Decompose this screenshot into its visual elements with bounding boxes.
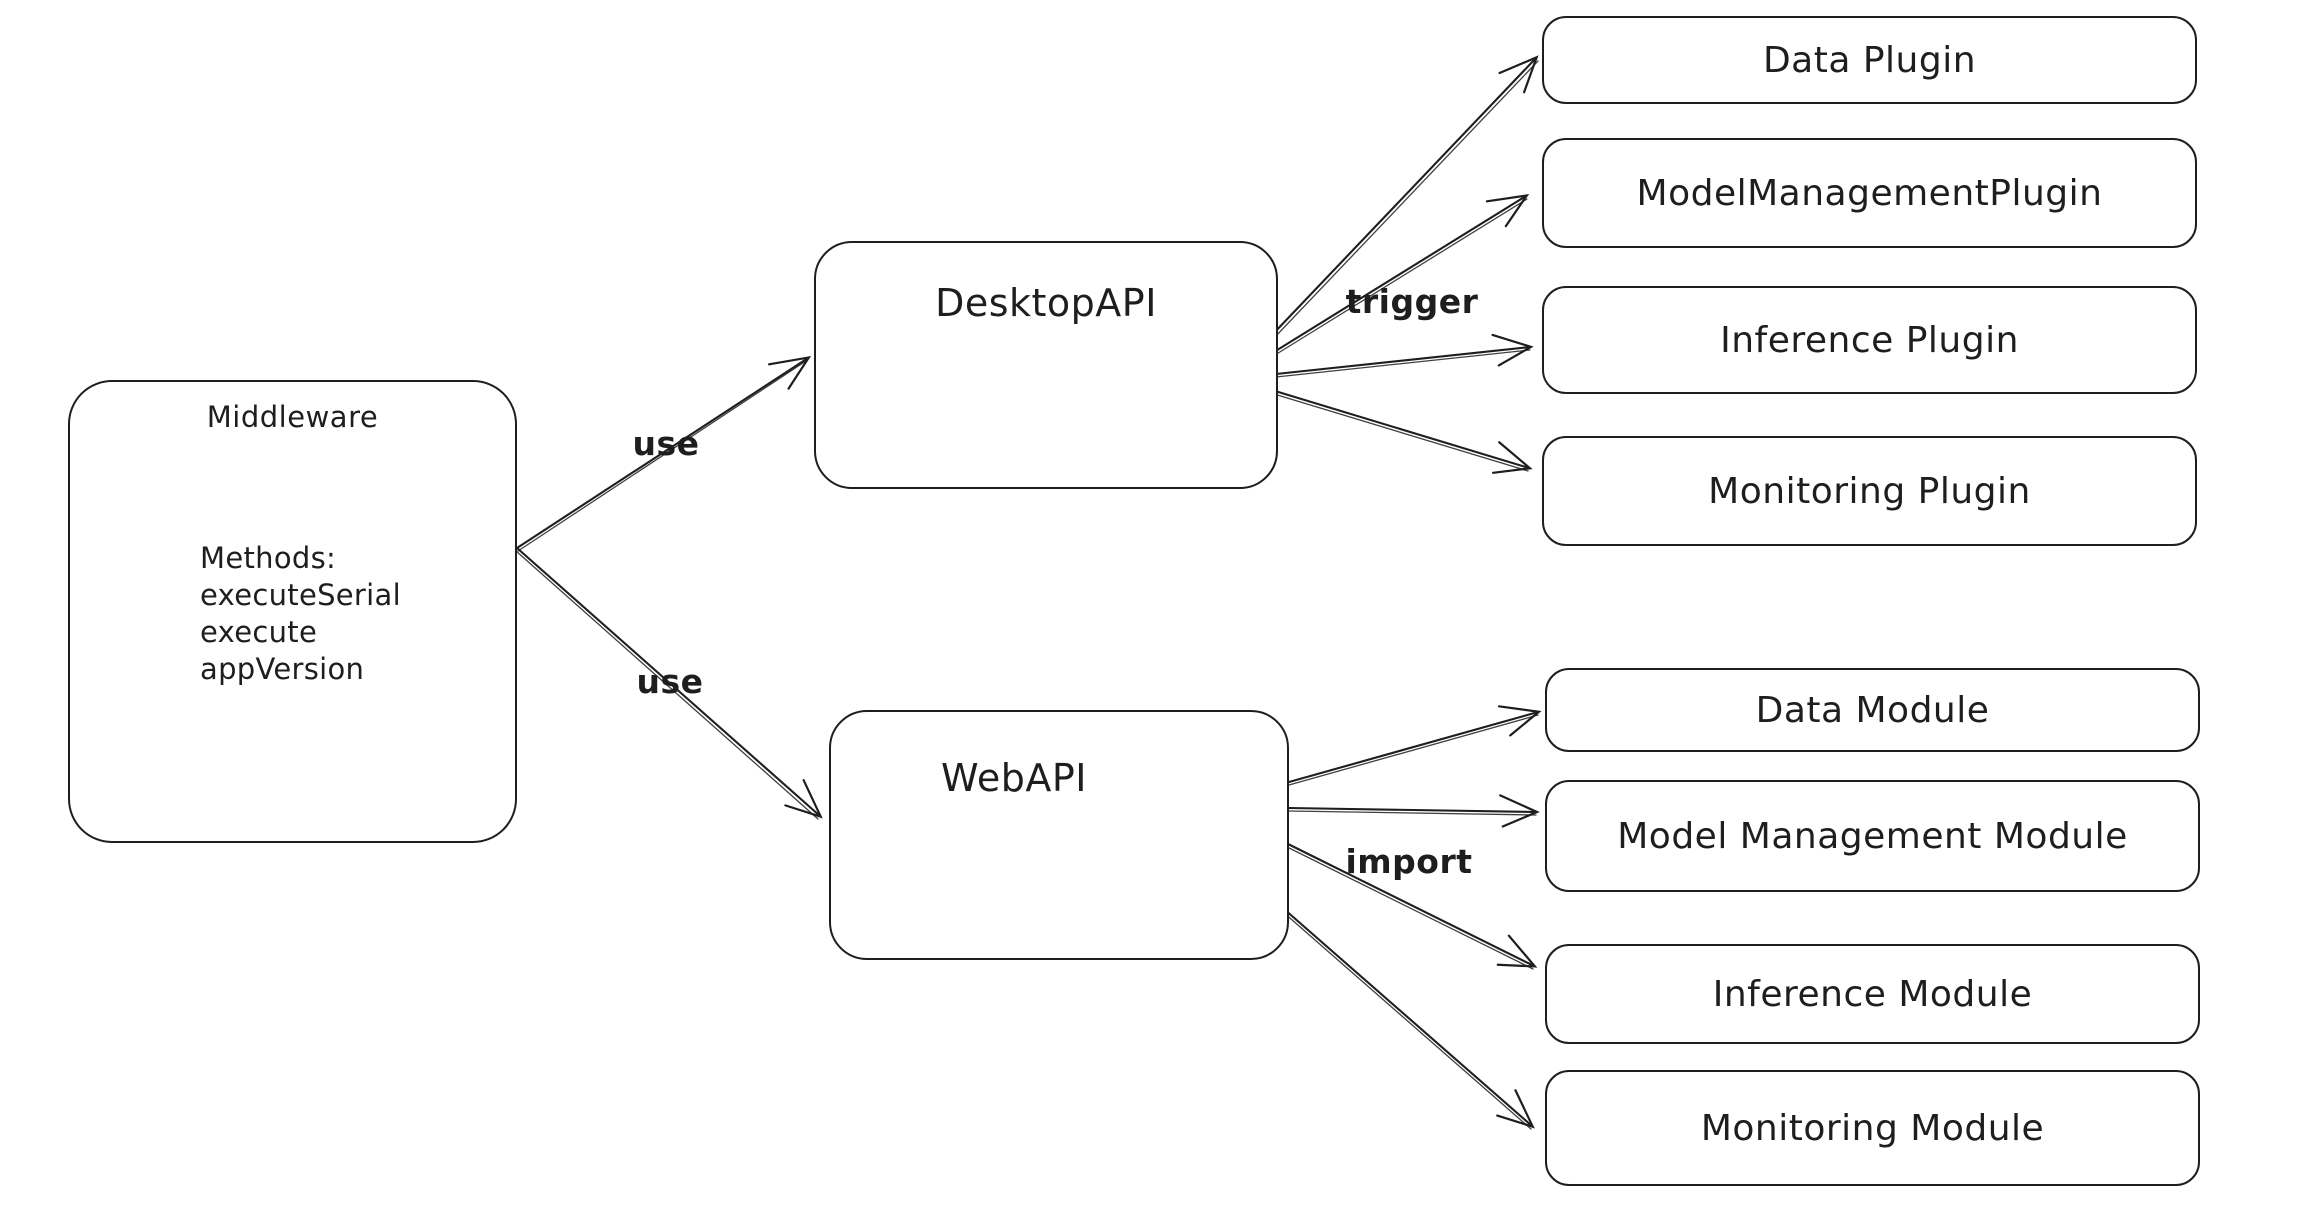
edge-desktopapi-data-plugin-echo [1273, 60, 1539, 339]
edge-webapi-data-module-echo [1288, 714, 1539, 786]
monitoring-plugin-label: Monitoring Plugin [1708, 470, 2031, 512]
edge-webapi-model-management-module-echo [1288, 810, 1537, 816]
edge-desktopapi-modelmanagementplugin-echo [1274, 198, 1528, 356]
model-management-module-label: Model Management Module [1617, 815, 2128, 857]
node-data-plugin: Data Plugin [1542, 16, 2197, 104]
node-model-management-module: Model Management Module [1545, 780, 2200, 892]
middleware-method: execute [200, 615, 318, 649]
node-model-management-plugin: ModelManagementPlugin [1542, 138, 2197, 248]
edge-middleware-desktopapi [515, 355, 812, 550]
node-inference-plugin: Inference Plugin [1542, 286, 2197, 394]
middleware-methods: Methods: executeSerial execute appVersio… [200, 540, 401, 688]
node-desktop-api: DesktopAPI [814, 241, 1278, 489]
edge-middleware-webapi-echo [515, 550, 819, 820]
edge-middleware-webapi [515, 546, 823, 819]
node-middleware: Middleware Methods: executeSerial execut… [68, 380, 517, 843]
edge-middleware-desktopapi-echo [517, 360, 807, 552]
middleware-title: Middleware [206, 400, 379, 434]
node-monitoring-module: Monitoring Module [1545, 1070, 2200, 1186]
model-management-plugin-label: ModelManagementPlugin [1636, 172, 2103, 214]
edge-webapi-inference-module-echo [1282, 844, 1534, 970]
middleware-method: appVersion [200, 652, 365, 686]
node-web-api: WebAPI [829, 710, 1289, 960]
edge-label-use-web: use [636, 662, 704, 701]
edge-label-use-desktop: use [632, 424, 700, 463]
edge-desktopapi-inference-plugin [1274, 333, 1534, 376]
edge-webapi-monitoring-module [1274, 900, 1535, 1129]
edge-webapi-monitoring-module-echo [1274, 904, 1532, 1130]
edge-desktopapi-modelmanagementplugin [1272, 194, 1530, 354]
inference-module-label: Inference Module [1712, 973, 2033, 1015]
edge-webapi-model-management-module [1287, 794, 1540, 828]
edge-label-import: import [1345, 842, 1473, 881]
edge-desktopapi-inference-plugin-echo [1275, 349, 1531, 378]
edge-desktopapi-monitoring-plugin [1273, 389, 1533, 474]
web-api-title: WebAPI [941, 756, 1087, 800]
edge-desktopapi-data-plugin [1270, 55, 1539, 337]
node-monitoring-plugin: Monitoring Plugin [1542, 436, 2197, 546]
inference-plugin-label: Inference Plugin [1720, 319, 2019, 361]
data-plugin-label: Data Plugin [1762, 39, 1977, 81]
edge-desktopapi-monitoring-plugin-echo [1273, 393, 1529, 472]
monitoring-module-label: Monitoring Module [1700, 1107, 2045, 1149]
data-module-label: Data Module [1755, 689, 1990, 731]
edge-label-trigger: trigger [1345, 282, 1479, 321]
desktop-api-title: DesktopAPI [935, 281, 1157, 325]
node-data-module: Data Module [1545, 668, 2200, 752]
middleware-methods-heading: Methods: [200, 541, 337, 575]
node-inference-module: Inference Module [1545, 944, 2200, 1044]
middleware-method: executeSerial [200, 578, 401, 612]
edge-webapi-data-module [1287, 705, 1542, 784]
edge-webapi-inference-module [1282, 840, 1538, 968]
